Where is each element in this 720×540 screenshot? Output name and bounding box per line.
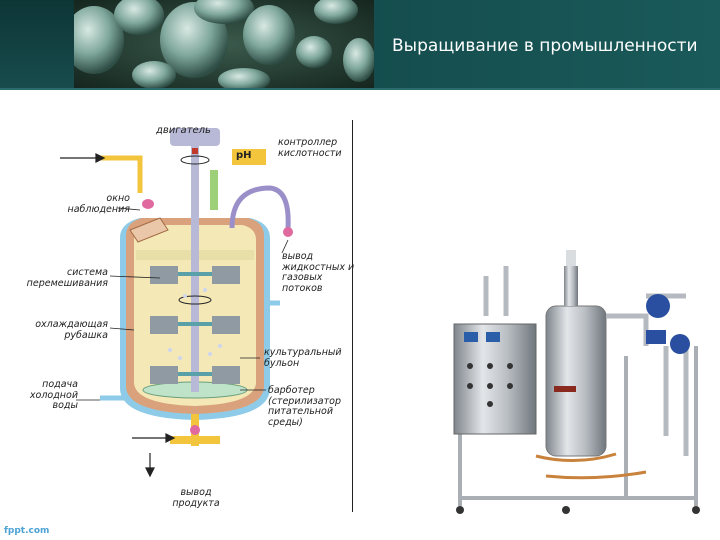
cold-water-label: подача холодной воды — [29, 379, 78, 411]
bioreactor-equipment-photo — [446, 236, 712, 518]
bacteria-photo-art — [74, 0, 374, 88]
slide-title: Выращивание в промышленности — [392, 36, 698, 56]
observation-window-label: окно наблюдения — [67, 193, 130, 215]
ph-label: pH — [236, 150, 252, 161]
bacteria-microphoto — [74, 0, 374, 88]
diagram-border — [352, 120, 353, 512]
product-outlet-label: вывод продукта — [172, 487, 220, 509]
motor-label: двигатель — [156, 125, 211, 136]
header-divider — [0, 88, 720, 90]
header-banner: Выращивание в промышленности — [0, 0, 720, 88]
sparger-label: барботер (стерилизатор питательной среды… — [268, 385, 342, 428]
equipment-photo-art — [453, 250, 700, 514]
cooling-jacket-label: охлаждающая рубашка — [35, 319, 108, 341]
bioreactor-diagram: двигатель pH контроллер кислотности окно… — [20, 118, 360, 518]
header-left-strip — [0, 0, 74, 88]
fppt-logo: fppt.com — [4, 526, 50, 536]
ph-controller-label: контроллер кислотности — [278, 137, 342, 159]
bioreactor-drawing — [60, 128, 293, 478]
gas-outlet-label: вывод жидкостных и газовых потоков — [282, 251, 355, 294]
broth-label: культуральный бульон — [264, 347, 342, 369]
mixing-system-label: система перемешивания — [26, 267, 108, 289]
